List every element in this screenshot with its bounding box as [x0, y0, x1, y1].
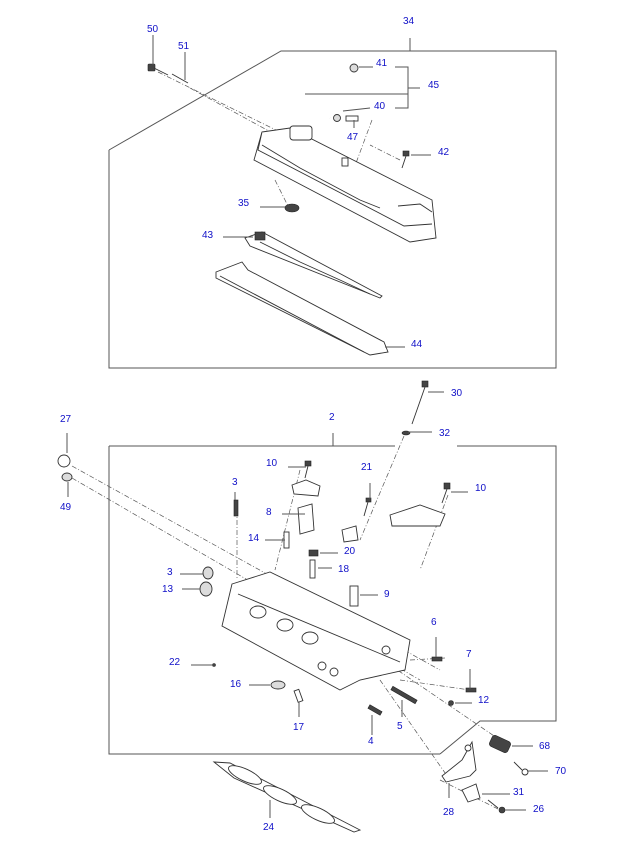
callout-16[interactable]: 16: [230, 679, 242, 690]
callout-2[interactable]: 2: [329, 412, 335, 423]
part-bolt-42: [401, 150, 410, 169]
part-bolt-70: [513, 761, 529, 776]
part-plug-49: [61, 472, 73, 482]
part-bracket-28: [441, 740, 477, 783]
callout-labels: 50 51 34 41 45 40 47 42 35 43 44 30 27 2…: [60, 16, 567, 833]
callout-45[interactable]: 45: [428, 80, 440, 91]
callout-14[interactable]: 14: [248, 533, 260, 544]
part-sleeve-8: [297, 503, 315, 535]
part-sensor-68: [489, 735, 511, 753]
callout-10-right[interactable]: 10: [475, 483, 487, 494]
part-sleeve-9: [349, 585, 359, 607]
part-washer-51: [171, 73, 189, 84]
callout-22[interactable]: 22: [169, 657, 181, 668]
callout-43[interactable]: 43: [202, 230, 214, 241]
part-plug-13: [199, 581, 213, 597]
part-cap-10a: [291, 479, 321, 497]
assembly-lines: [71, 71, 501, 811]
callout-9[interactable]: 9: [384, 589, 390, 600]
callout-8[interactable]: 8: [266, 507, 272, 518]
callout-18[interactable]: 18: [338, 564, 350, 575]
callout-51[interactable]: 51: [178, 41, 190, 52]
callout-17[interactable]: 17: [293, 722, 305, 733]
part-plug-3b: [202, 566, 214, 580]
part-grommet-35: [284, 203, 300, 213]
part-rocker-cover-34: [253, 125, 437, 243]
callout-30[interactable]: 30: [451, 388, 463, 399]
part-bolt-30: [411, 380, 429, 425]
part-nut-12: [448, 700, 454, 706]
part-ball-22: [212, 663, 216, 667]
part-pin-17: [293, 688, 304, 703]
part-seal-27: [57, 454, 71, 468]
callout-10-left[interactable]: 10: [266, 458, 278, 469]
callout-4[interactable]: 4: [368, 736, 374, 747]
part-bolt-26: [487, 799, 506, 814]
callout-49[interactable]: 49: [60, 502, 72, 513]
part-bolt-10b: [441, 482, 451, 504]
part-stud-6: [431, 656, 443, 662]
callout-28[interactable]: 28: [443, 807, 455, 818]
callout-3-lower[interactable]: 3: [167, 567, 173, 578]
part-gasket-43: [244, 231, 383, 299]
part-bolt-50: [147, 63, 169, 76]
callout-41[interactable]: 41: [376, 58, 388, 69]
part-cylinder-head-2: [221, 571, 411, 691]
part-stud-4: [367, 704, 383, 716]
callout-20[interactable]: 20: [344, 546, 356, 557]
callout-68[interactable]: 68: [539, 741, 551, 752]
part-stud-5: [390, 685, 418, 705]
part-cap-20: [341, 525, 359, 543]
part-pin-18: [309, 559, 316, 579]
callout-32[interactable]: 32: [439, 428, 451, 439]
callout-5[interactable]: 5: [397, 721, 403, 732]
callout-50[interactable]: 50: [147, 24, 159, 35]
part-head-gasket-24: [212, 761, 362, 833]
callout-24[interactable]: 24: [263, 822, 275, 833]
part-spring-20: [308, 549, 319, 557]
callout-35[interactable]: 35: [238, 198, 250, 209]
callout-42[interactable]: 42: [438, 147, 450, 158]
callout-26[interactable]: 26: [533, 804, 545, 815]
callout-44[interactable]: 44: [411, 339, 423, 350]
callout-7[interactable]: 7: [466, 649, 472, 660]
part-gasket-44: [215, 261, 389, 356]
callout-34[interactable]: 34: [403, 16, 415, 27]
callout-40[interactable]: 40: [374, 101, 386, 112]
leader-lines: [66, 35, 548, 818]
callout-6[interactable]: 6: [431, 617, 437, 628]
callout-70[interactable]: 70: [555, 766, 567, 777]
cylinder-head-group-frame: [108, 433, 557, 755]
part-seal-16: [270, 680, 286, 690]
rocker-cover-group-frame: [108, 38, 557, 369]
part-cap-10b: [389, 504, 446, 527]
callout-13[interactable]: 13: [162, 584, 174, 595]
part-stud-3a: [233, 499, 239, 517]
part-bolt-10a: [304, 460, 312, 479]
part-bracket-31: [461, 783, 481, 803]
part-stud-7: [465, 687, 477, 693]
callout-31[interactable]: 31: [513, 787, 525, 798]
callout-47[interactable]: 47: [347, 132, 359, 143]
callout-21[interactable]: 21: [361, 462, 373, 473]
callout-27[interactable]: 27: [60, 414, 72, 425]
part-hose-45: [294, 63, 359, 122]
part-bolt-21: [363, 497, 372, 517]
callout-12[interactable]: 12: [478, 695, 490, 706]
callout-3-upper[interactable]: 3: [232, 477, 238, 488]
